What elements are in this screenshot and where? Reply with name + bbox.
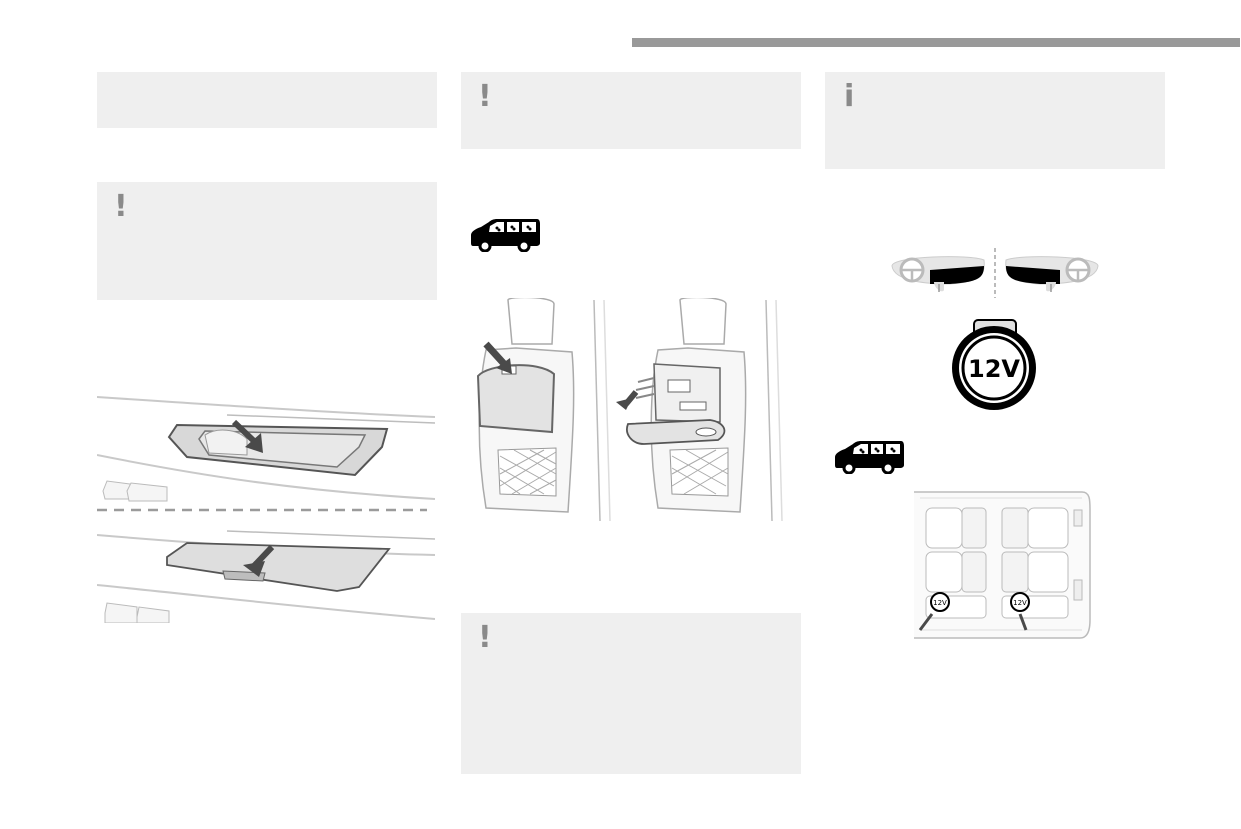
note-box-plain [97, 72, 437, 128]
info-box: i [825, 72, 1165, 169]
exclamation-icon: ! [478, 79, 492, 114]
van-icon [835, 441, 904, 474]
12v-small-label-left: 12V [933, 599, 947, 607]
van-icon [471, 219, 540, 252]
seatback-tray-illustration [476, 298, 783, 521]
exclamation-icon: ! [478, 620, 492, 655]
exclamation-icon: ! [114, 189, 128, 224]
12v-socket-icon: 12V [952, 319, 1036, 410]
dashboard-storage-illustration [97, 396, 435, 623]
warning-box-2: ! [461, 72, 801, 149]
12v-label: 12V [968, 355, 1020, 383]
12v-small-label-right: 12V [1013, 599, 1027, 607]
info-icon: i [844, 79, 855, 114]
warning-box-3: ! [461, 613, 801, 774]
steering-wheel-lhd-rhd-icon [891, 248, 1099, 298]
warning-box-1: ! [97, 182, 437, 300]
rear-seats-topview-illustration: 12V 12V [914, 491, 1091, 639]
header-bar [632, 38, 1240, 47]
